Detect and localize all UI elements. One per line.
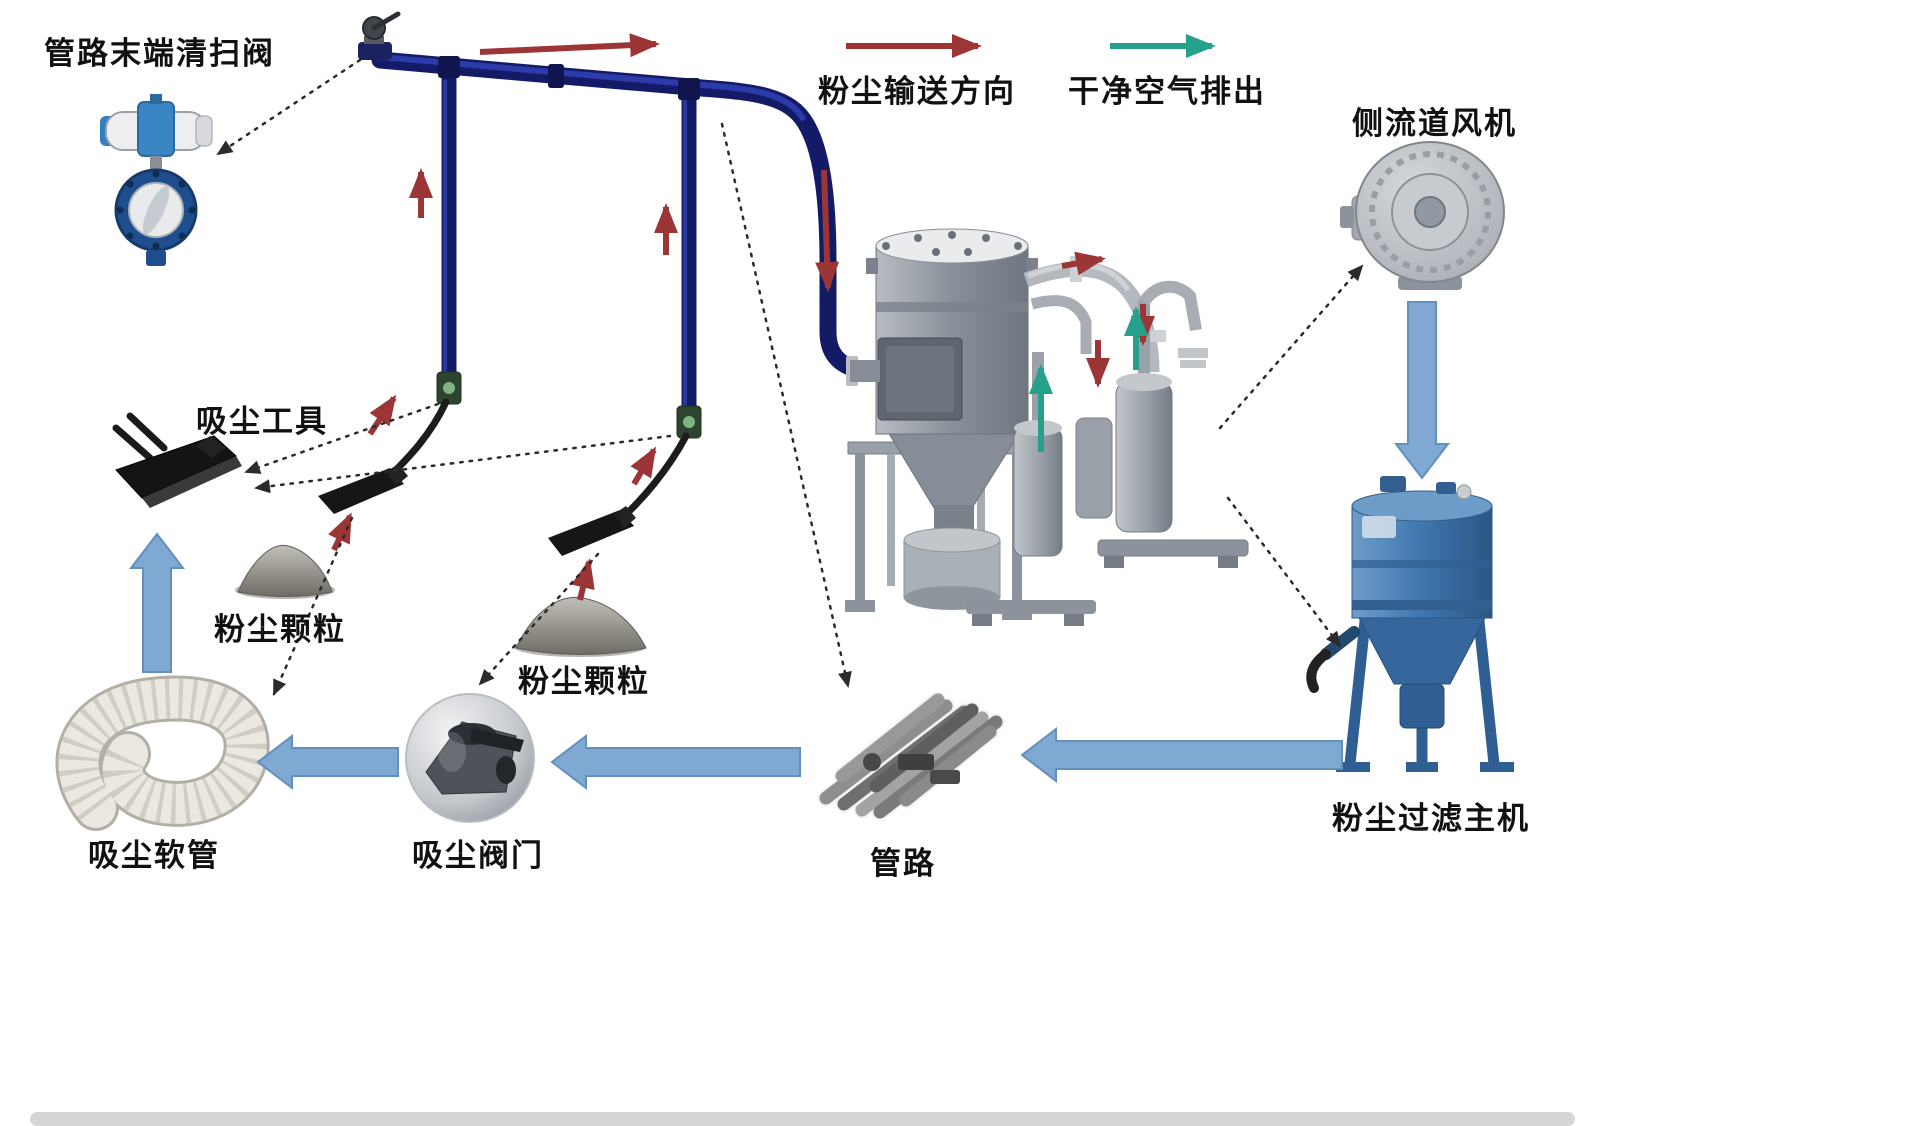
label-vacuum-valve: 吸尘阀门 [412, 838, 544, 873]
label-end-cleaning-valve: 管路末端清扫阀 [44, 36, 275, 71]
vacuum-tool-illustration [112, 412, 242, 508]
drop-fitting-2-indicator [683, 416, 695, 428]
drop-fitting-1-indicator [443, 382, 455, 394]
label-vacuum-tool: 吸尘工具 [196, 404, 328, 439]
flow-arrow-valve-to-hose [256, 733, 399, 791]
vessel-lid-bolts [882, 231, 1022, 256]
pipe-tee-1 [438, 56, 460, 78]
overhead-pipeline [371, 51, 893, 439]
label-dust-particles-left: 粉尘颗粒 [214, 612, 346, 647]
red-arrow-top-pipe [479, 33, 660, 58]
flow-arrow-pipes-to-valve [550, 733, 801, 791]
red-arrow-machine-top [1061, 251, 1106, 276]
butterfly-valve-illustration [100, 94, 213, 266]
flow-arrow-filter-to-pipes [1020, 726, 1343, 784]
link-tool2-to-valve [478, 552, 600, 686]
red-arrow-down-bend [815, 169, 840, 292]
pipe-end-fixture [358, 11, 401, 60]
link-pipe-to-bundle [720, 122, 852, 688]
flow-arrows [128, 301, 1451, 791]
hose-illustration [55, 675, 270, 831]
green-arrows [1029, 34, 1216, 452]
label-dust-filter-host: 粉尘过滤主机 [1332, 801, 1530, 836]
dotted-links [216, 58, 1364, 696]
dust-filter-unit-illustration [1306, 476, 1514, 772]
side-channel-blower-illustration [1340, 141, 1505, 290]
red-arrow-hose1 [367, 394, 397, 436]
link-machine-to-blower [1218, 264, 1364, 430]
dust-pile-mid [514, 596, 647, 657]
link-machine-to-filter [1226, 496, 1342, 648]
bottom-divider [30, 1112, 1575, 1126]
label-dust-particles-mid: 粉尘颗粒 [518, 664, 650, 699]
label-vacuum-hose: 吸尘软管 [88, 838, 220, 873]
red-arrow-hose2 [630, 446, 657, 486]
pipes-bundle-illustration [817, 691, 1005, 821]
dust-collector-machine [845, 228, 1249, 626]
legend-dust-direction-label: 粉尘输送方向 [818, 74, 1016, 109]
valve-flange-bolts [116, 170, 196, 250]
flow-arrow-hose-to-tool [128, 532, 186, 673]
link-drop2-to-tool [254, 434, 672, 494]
link-pipe-to-endvalve [216, 58, 362, 156]
valve-illustration [405, 693, 535, 823]
link-tool1-to-hose [272, 516, 354, 696]
red-arrow-pile1 [328, 512, 353, 552]
label-pipeline: 管路 [870, 846, 936, 881]
flow-arrow-blower-to-filter [1393, 301, 1451, 480]
label-side-channel-blower: 侧流道风机 [1352, 106, 1517, 141]
pipe-sleeve [548, 64, 564, 88]
dust-pile-left [235, 544, 335, 599]
drop-tool-2 [548, 432, 690, 556]
pipe-tee-2 [678, 78, 700, 100]
legend-clean-air-label: 干净空气排出 [1068, 74, 1266, 109]
red-arrow-pile2 [571, 558, 595, 601]
